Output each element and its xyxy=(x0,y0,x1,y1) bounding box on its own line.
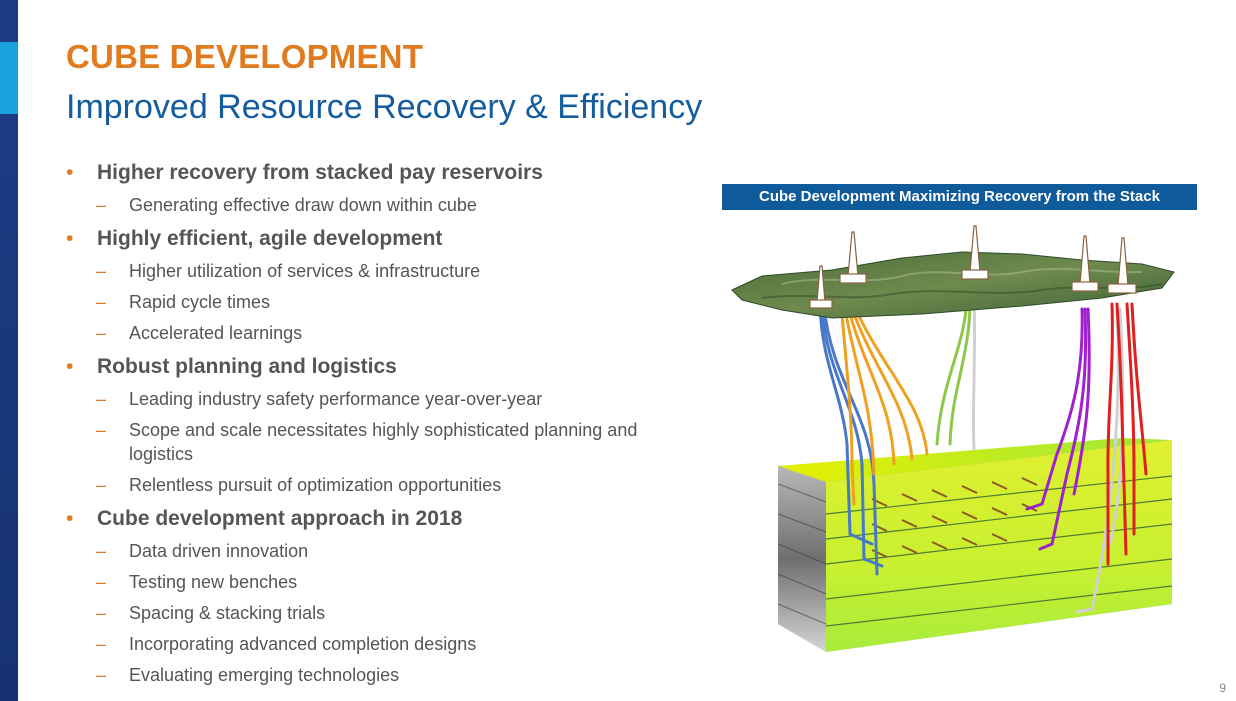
dash-icon: – xyxy=(96,195,107,215)
left-accent-bar xyxy=(0,0,18,701)
dash-icon: – xyxy=(96,603,107,623)
sub-bullet: – Rapid cycle times xyxy=(96,292,271,312)
orange-wells xyxy=(840,312,929,506)
sub-bullet: – Evaluating emerging technologies xyxy=(96,665,400,685)
sub-bullet: – Leading industry safety performance ye… xyxy=(96,389,543,409)
bullet-stacked-pay: • Higher recovery from stacked pay reser… xyxy=(66,161,543,184)
bullet-efficient-development: • Highly efficient, agile development xyxy=(66,227,443,250)
left-accent-highlight xyxy=(0,42,18,114)
dash-icon: – xyxy=(96,541,107,561)
slide-title: CUBE DEVELOPMENT xyxy=(66,38,424,75)
figure-caption: Cube Development Maximizing Recovery fro… xyxy=(722,184,1197,210)
page-number: 9 xyxy=(1219,681,1226,695)
cube-figure-panel: Cube Development Maximizing Recovery fro… xyxy=(722,184,1200,684)
dash-icon: – xyxy=(96,420,107,440)
bullet-dot-icon: • xyxy=(66,161,74,184)
cube-front-face xyxy=(826,440,1172,652)
wellbores xyxy=(818,287,1148,614)
cube-layer-lines xyxy=(825,475,1173,627)
purple-wells xyxy=(1025,307,1091,551)
cube-strata-lines xyxy=(777,483,827,625)
red-wells xyxy=(1106,302,1148,566)
dash-icon: – xyxy=(96,572,107,592)
dash-icon: – xyxy=(96,634,107,654)
bullet-dot-icon: • xyxy=(66,227,74,250)
lateral-dashes xyxy=(871,477,1038,558)
rig-icon xyxy=(809,265,833,309)
sub-bullet: – Relentless pursuit of optimization opp… xyxy=(96,475,502,495)
dash-icon: – xyxy=(96,389,107,409)
cube-strata-face xyxy=(778,466,826,652)
dash-icon: – xyxy=(96,323,107,343)
sub-bullet: – Scope and scale necessitates highly so… xyxy=(96,420,638,464)
rig-icon xyxy=(1107,237,1137,294)
cube-development-illustration xyxy=(731,225,1175,652)
sub-bullet: – Spacing & stacking trials xyxy=(96,603,326,623)
sub-bullet: – Higher utilization of services & infra… xyxy=(96,261,481,281)
drilling-rigs xyxy=(809,225,1137,309)
sub-bullet: – Incorporating advanced completion desi… xyxy=(96,634,477,654)
sub-bullet: – Generating effective draw down within … xyxy=(96,195,477,215)
dash-icon: – xyxy=(96,475,107,495)
bullet-dot-icon: • xyxy=(66,507,74,530)
bullet-list: • Higher recovery from stacked pay reser… xyxy=(66,156,646,687)
bullet-dot-icon: • xyxy=(66,355,74,378)
sub-bullet: – Accelerated learnings xyxy=(96,323,303,343)
rig-icon xyxy=(839,231,867,284)
slide-subtitle: Improved Resource Recovery & Efficiency xyxy=(66,88,703,126)
dash-icon: – xyxy=(96,665,107,685)
bullet-planning-logistics: • Robust planning and logistics xyxy=(66,355,397,378)
rig-icon xyxy=(1071,235,1099,292)
sub-bullet: – Data driven innovation xyxy=(96,541,309,561)
dash-icon: – xyxy=(96,292,107,312)
sub-bullet: – Testing new benches xyxy=(96,572,298,592)
bullet-cube-approach: • Cube development approach in 2018 xyxy=(66,507,463,530)
dash-icon: – xyxy=(96,261,107,281)
rig-icon xyxy=(961,225,989,280)
